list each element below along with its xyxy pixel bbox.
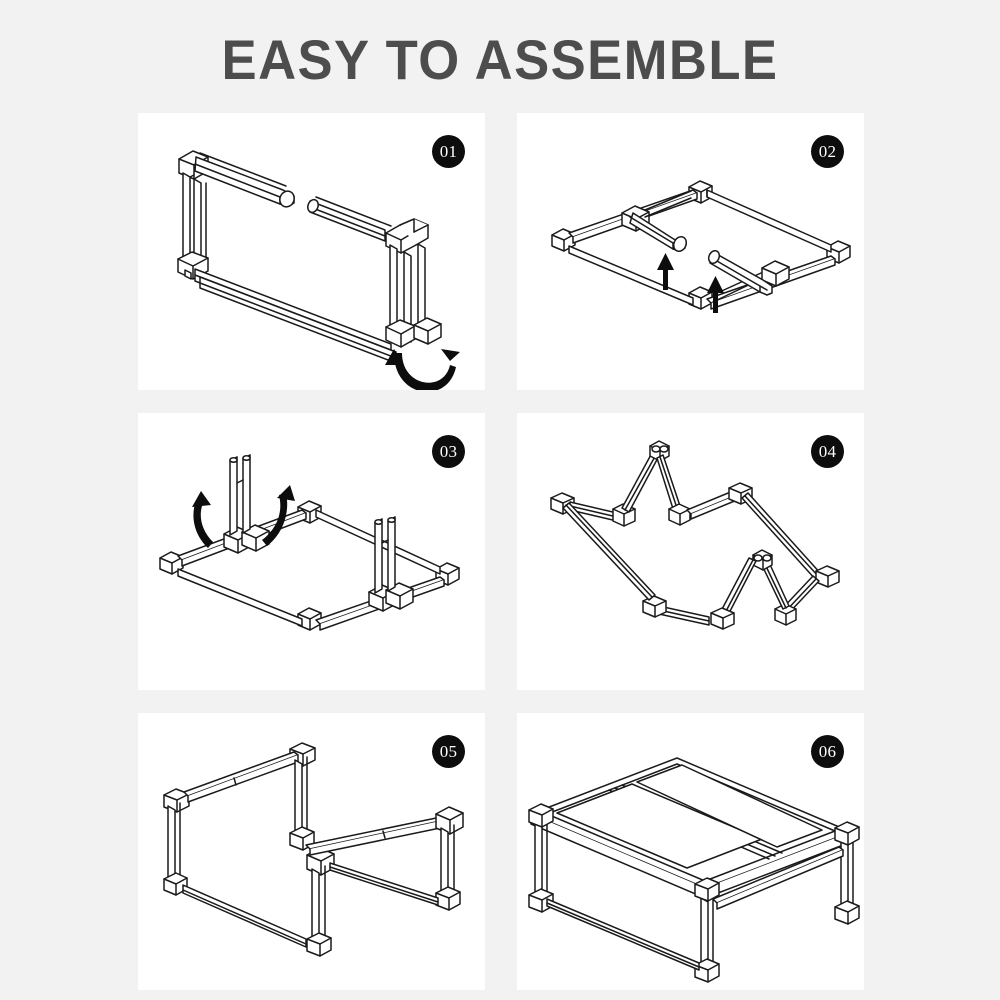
rotate-arrow-left-icon: [192, 491, 213, 548]
step-3-illustration: [159, 454, 460, 631]
steps-grid: 01: [138, 113, 864, 990]
step-badge-01: 01: [432, 135, 465, 168]
step-badge-06: 06: [811, 735, 844, 768]
insert-arrow-up-icon-2: [707, 276, 724, 313]
step-panel-06: 06: [517, 713, 864, 990]
rotate-arrow-right-icon: [262, 485, 295, 546]
step-6-illustration: [528, 757, 860, 983]
step-panel-01: 01: [138, 113, 485, 390]
step-panel-02: 02: [517, 113, 864, 390]
step-badge-05: 05: [432, 735, 465, 768]
step-panel-05: 05: [138, 713, 485, 990]
step-badge-04: 04: [811, 435, 844, 468]
rotate-arrow-icon: [385, 349, 460, 390]
step-badge-03: 03: [432, 435, 465, 468]
step-badge-02: 02: [811, 135, 844, 168]
insert-arrow-up-icon-1: [657, 253, 674, 290]
step-5-illustration: [163, 742, 464, 957]
step-1-illustration: [177, 150, 460, 390]
page-title: EASY TO ASSEMBLE: [221, 28, 779, 91]
step-panel-04: 04: [517, 413, 864, 690]
step-4-illustration: [550, 440, 840, 630]
step-2-illustration: [551, 180, 851, 313]
step-panel-03: 03: [138, 413, 485, 690]
